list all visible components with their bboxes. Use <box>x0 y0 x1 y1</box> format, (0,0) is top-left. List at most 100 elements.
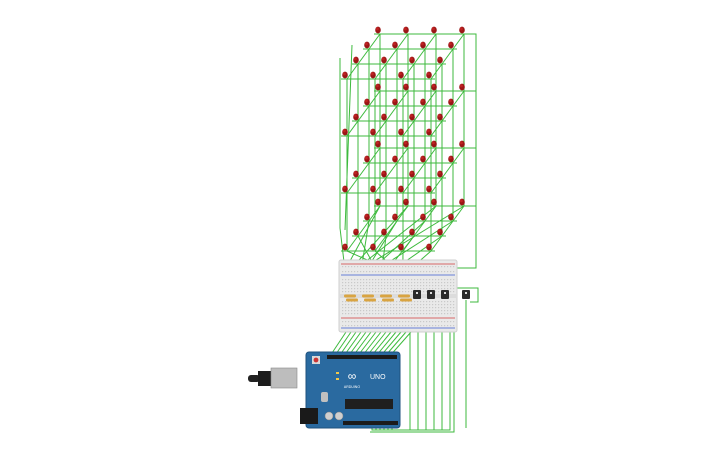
breadboard-hole <box>453 325 455 327</box>
reset-button-cap[interactable] <box>313 357 319 363</box>
breadboard-hole <box>417 310 419 312</box>
breadboard-hole <box>435 310 437 312</box>
breadboard-hole <box>435 304 437 306</box>
breadboard-hole <box>351 313 353 315</box>
breadboard-hole <box>444 301 446 303</box>
led-highlight <box>432 141 435 145</box>
breadboard-hole <box>420 285 422 287</box>
led-icon <box>398 243 404 251</box>
breadboard-hole <box>441 307 443 309</box>
led-highlight <box>438 114 441 118</box>
breadboard-hole <box>411 310 413 312</box>
breadboard-hole <box>366 266 368 268</box>
breadboard-hole <box>420 271 422 273</box>
breadboard-hole <box>363 313 365 315</box>
breadboard-hole <box>408 266 410 268</box>
breadboard-hole <box>378 325 380 327</box>
led-icon <box>403 26 409 34</box>
transistor-icon <box>427 290 435 299</box>
breadboard-hole <box>396 301 398 303</box>
breadboard-hole <box>402 307 404 309</box>
breadboard-hole <box>372 325 374 327</box>
led-icon <box>420 155 426 163</box>
led-icon <box>392 41 398 49</box>
breadboard-hole <box>390 279 392 281</box>
breadboard-hole <box>441 288 443 290</box>
breadboard-hole <box>414 301 416 303</box>
breadboard-hole <box>390 271 392 273</box>
led-highlight <box>393 99 396 103</box>
transistor-mark <box>465 292 467 294</box>
breadboard-hole <box>366 291 368 293</box>
breadboard-hole <box>384 321 386 323</box>
breadboard-hole <box>438 271 440 273</box>
breadboard-hole <box>345 271 347 273</box>
breadboard-hole <box>354 266 356 268</box>
breadboard-hole <box>351 307 353 309</box>
breadboard-hole <box>417 288 419 290</box>
breadboard-hole <box>432 321 434 323</box>
breadboard-hole <box>444 285 446 287</box>
led-highlight <box>410 171 413 175</box>
led-icon <box>364 41 370 49</box>
breadboard-hole <box>363 304 365 306</box>
breadboard-hole <box>405 301 407 303</box>
breadboard-hole <box>360 285 362 287</box>
led-icon <box>409 228 415 236</box>
breadboard-hole <box>357 310 359 312</box>
breadboard-hole <box>396 325 398 327</box>
arduino-board: ∞ UNO ARDUINO <box>248 351 401 429</box>
led-icon <box>370 71 376 79</box>
breadboard-hole <box>426 321 428 323</box>
resistor-icon <box>380 294 392 298</box>
breadboard-hole <box>351 266 353 268</box>
led-icon <box>375 140 381 148</box>
breadboard-hole <box>444 279 446 281</box>
led-icon <box>370 185 376 193</box>
breadboard-hole <box>342 313 344 315</box>
breadboard-hole <box>348 313 350 315</box>
breadboard-hole <box>366 325 368 327</box>
capacitor-icon <box>324 411 334 421</box>
breadboard-hole <box>438 266 440 268</box>
breadboard-hole <box>405 291 407 293</box>
breadboard-hole <box>399 313 401 315</box>
breadboard-hole <box>420 266 422 268</box>
breadboard-hole <box>453 266 455 268</box>
breadboard-hole <box>366 285 368 287</box>
led-icon <box>375 198 381 206</box>
status-led-icon <box>336 372 339 374</box>
breadboard-hole <box>387 266 389 268</box>
layer-common-wire <box>468 33 477 78</box>
breadboard-hole <box>348 304 350 306</box>
led-highlight <box>460 84 463 88</box>
breadboard-hole <box>447 304 449 306</box>
breadboard-hole <box>399 325 401 327</box>
led-highlight <box>354 229 357 233</box>
breadboard-hole <box>411 304 413 306</box>
led-icon <box>426 243 432 251</box>
breadboard-hole <box>351 271 353 273</box>
breadboard-hole <box>405 304 407 306</box>
breadboard-hole <box>444 321 446 323</box>
breadboard-hole <box>363 285 365 287</box>
led-icon <box>370 128 376 136</box>
breadboard-hole <box>387 307 389 309</box>
breadboard-hole <box>390 310 392 312</box>
arduino-logo-icon: ∞ <box>348 369 357 383</box>
breadboard-hole <box>378 285 380 287</box>
breadboard-hole <box>348 288 350 290</box>
breadboard-hole <box>366 288 368 290</box>
breadboard-hole <box>426 301 428 303</box>
breadboard-hole <box>381 301 383 303</box>
breadboard-hole <box>393 288 395 290</box>
breadboard-hole <box>441 282 443 284</box>
breadboard-hole <box>444 282 446 284</box>
led-highlight <box>460 27 463 31</box>
breadboard-hole <box>441 313 443 315</box>
breadboard-hole <box>363 301 365 303</box>
breadboard-hole <box>408 325 410 327</box>
breadboard-hole <box>429 266 431 268</box>
breadboard-hole <box>450 321 452 323</box>
led-highlight <box>449 42 452 46</box>
